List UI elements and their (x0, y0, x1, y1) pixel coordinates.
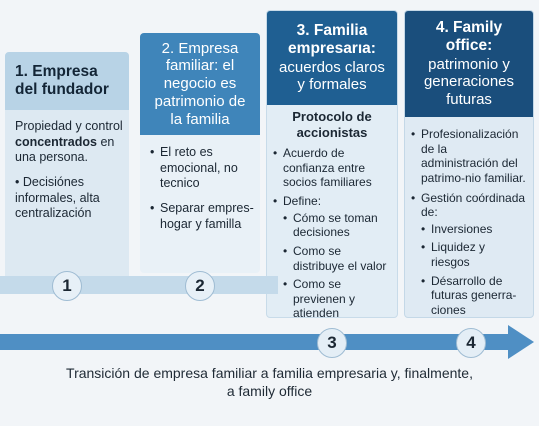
stage-1-bold-text: concentrados (15, 134, 97, 149)
stage-4-title: 4. Family office: patrimonio y generacio… (405, 11, 533, 117)
stage-1-paragraph: Propiedad y control concentrados en una … (15, 119, 123, 166)
stage-3-title: 3. Familia empresarıa: acuerdos claros y… (267, 11, 397, 105)
stage-2-title-line: 2. Empresa (161, 39, 239, 57)
step-marker-2: 2 (185, 271, 215, 301)
stage-2-title-line: la familia (170, 110, 230, 128)
stage-1-card: 1. Empresa del fundador Propiedad y cont… (5, 52, 129, 280)
stage-3-sub-bullet: Como se previenen y atienden conflictos. (283, 277, 391, 317)
stage-4-bullet-text: Profesionalización de la administración … (421, 127, 526, 185)
stage-3-title-line: y formales (297, 76, 367, 94)
stage-3-title-line: acuerdos claros (279, 58, 385, 76)
stage-1-title-line: del fundador (15, 81, 109, 98)
stage-3-card: 3. Familia empresarıa: acuerdos claros y… (266, 10, 398, 318)
stage-2-card: 2. Empresa familiar: el negocio es patri… (140, 33, 260, 273)
protocol-title: Protocolo de accionistas (292, 109, 372, 140)
caption-line: a family office (226, 383, 313, 400)
stage-1-text: en una persona. (15, 134, 115, 165)
stage-3-title-line: empresarıa: (288, 40, 376, 58)
stage-3-title-line: 3. Familia (296, 22, 368, 40)
stage-3-bullet: Define: Cómo se toman decisiones Como se… (273, 194, 391, 317)
stage-4-title-line: office: (445, 37, 493, 55)
stage-1-body: Propiedad y control concentrados en una … (5, 110, 129, 222)
stage-2-bullet: Separar empres-hogar y familla (150, 201, 254, 232)
stage-4-card: 4. Family office: patrimonio y generacio… (404, 10, 534, 318)
stage-3-bullet: Acuerdo de confianza entre socios famili… (273, 146, 391, 190)
stage-4-title-line: patrimonio y (428, 55, 510, 73)
stage-3-sub-bullet: Como se distribuye el valor (283, 244, 391, 273)
step-marker-1: 1 (52, 271, 82, 301)
stage-4-bullet-text: Gestión coórdinada de: (421, 190, 526, 220)
stage-2-title-line: negocio es (163, 75, 237, 93)
stage-4-title-line: 4. Family (435, 19, 503, 37)
stage-4-body: Profesionalización de la administración … (405, 117, 533, 318)
stage-1-text: Propiedad y control (15, 119, 123, 133)
step-marker-3: 3 (317, 328, 347, 358)
stage-4-sub-bullet: Inversiones (421, 222, 527, 237)
caption-line: Transición de empresa familiar a familia… (66, 365, 473, 381)
stage-2-body: El reto es emocional, no tecnico Separar… (140, 135, 260, 232)
stage-2-title-line: patrimonio de (154, 92, 246, 110)
stage-2-title: 2. Empresa familiar: el negocio es patri… (140, 33, 260, 135)
stage-4-sub-bullet: Désarrollo de futuras generra-ciones (421, 274, 527, 317)
stage-4-bullet: Gestión coórdinada de: Inversiones Liqui… (411, 191, 527, 318)
stage-3-bullet-text: Acuerdo de confianza entre socios famili… (283, 146, 372, 190)
timeline-arrow-head (508, 325, 534, 359)
stage-4-bullet: Profesionalización de la administración … (411, 127, 527, 186)
stage-3-body: Protocolo de accionistas Acuerdo de conf… (267, 105, 397, 317)
stage-3-sub-bullet: Cómo se toman decisiones (283, 211, 391, 240)
stage-2-bullet: El reto es emocional, no tecnico (150, 145, 254, 192)
stage-4-title-line: generaciones (423, 73, 515, 91)
diagram-caption: Transición de empresa familiar a familia… (0, 364, 539, 400)
stage-1-paragraph: • Decisiónes informales, alta centraliza… (15, 174, 100, 221)
timeline-arrow-shaft (0, 334, 508, 350)
stage-3-bullet-text: Define: (283, 194, 322, 209)
stage-4-sub-bullet: Liquidez y riesgos (421, 240, 527, 269)
stage-4-title-line: futuras (446, 91, 492, 109)
step-marker-4: 4 (456, 328, 486, 358)
stage-1-title: 1. Empresa del fundador (5, 52, 129, 110)
stage-2-title-line: familiar: el (165, 57, 235, 75)
stage-1-title-line: 1. Empresa (15, 62, 98, 80)
